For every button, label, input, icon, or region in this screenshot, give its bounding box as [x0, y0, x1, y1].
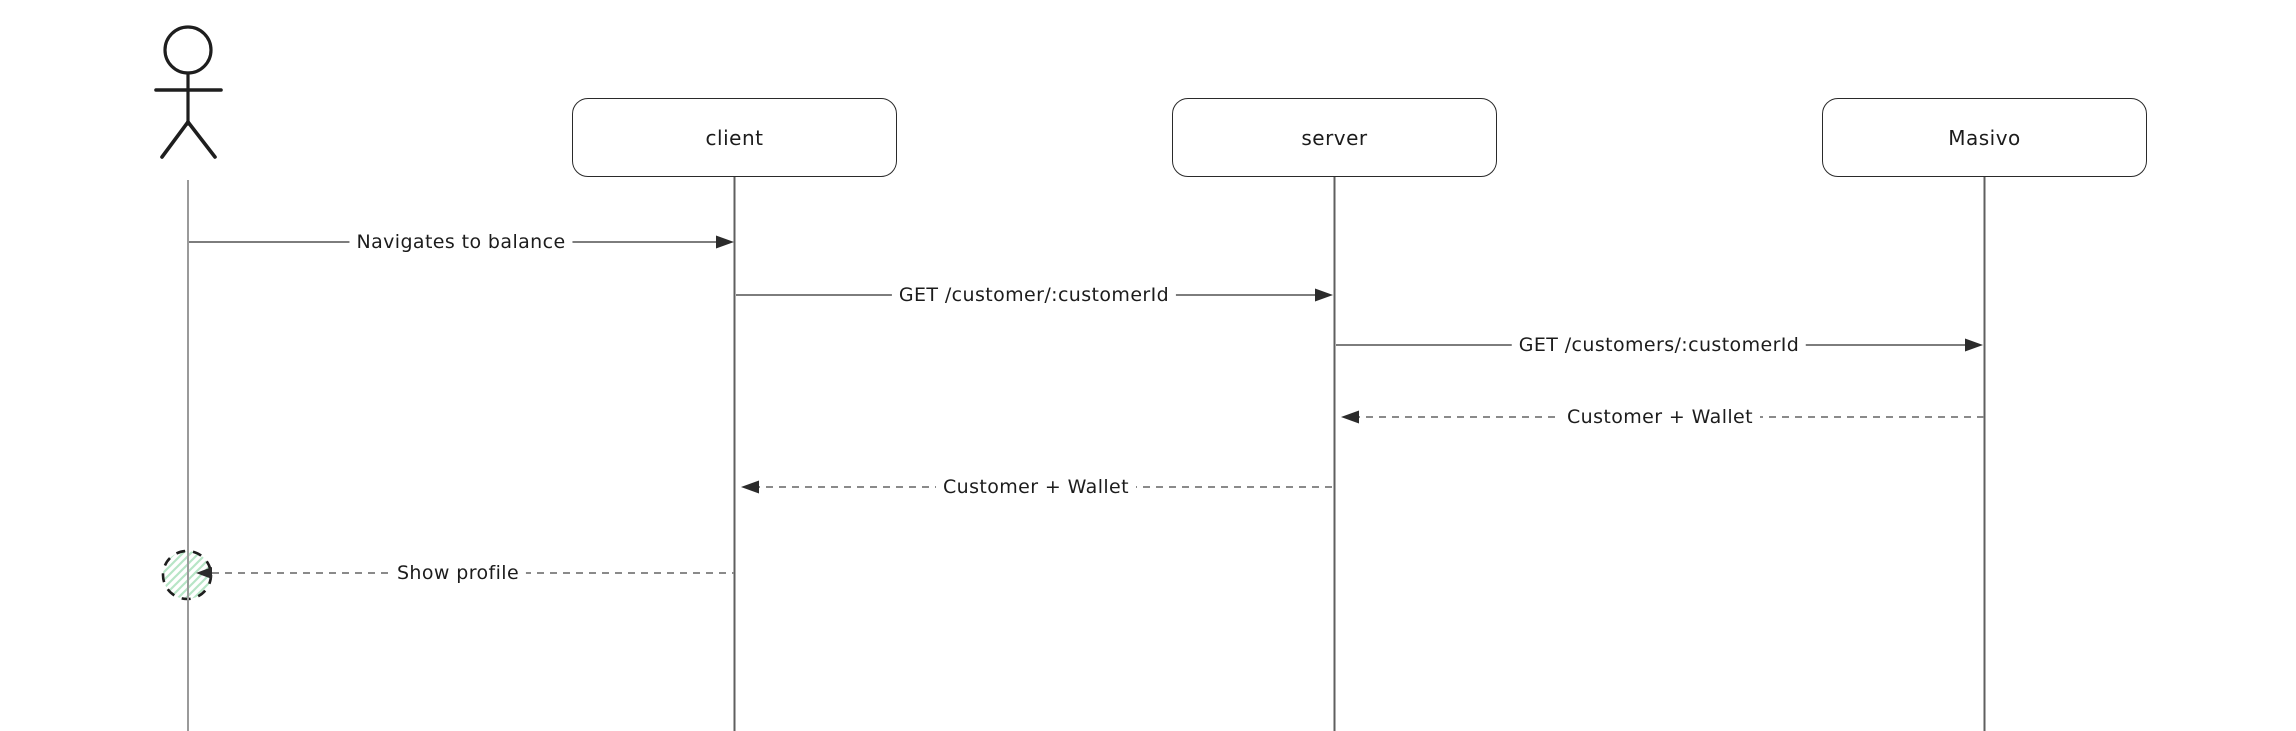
- participant-box-client: client: [572, 98, 897, 177]
- actor-leg-right: [186, 120, 217, 159]
- participant-box-masivo: Masivo: [1822, 98, 2147, 177]
- message-label-customer-wallet-1: Customer + Wallet: [1559, 406, 1761, 428]
- message-label-get-customer: GET /customer/:customerId: [891, 284, 1177, 306]
- actor-figure: [154, 25, 223, 159]
- message-label-show-profile: Show profile: [389, 562, 527, 584]
- message-label-get-customers: GET /customers/:customerId: [1511, 334, 1807, 356]
- message-label-navigates-to-balance: Navigates to balance: [349, 231, 573, 253]
- arrowhead-left-icon: [196, 567, 212, 579]
- arrowhead-left-icon: [741, 480, 759, 494]
- participant-label-client: client: [705, 125, 764, 150]
- participant-label-server: server: [1301, 125, 1368, 150]
- participant-box-server: server: [1172, 98, 1497, 177]
- arrowhead-right-icon: [716, 235, 734, 249]
- message-label-customer-wallet-2: Customer + Wallet: [935, 476, 1137, 498]
- actor-head: [163, 25, 213, 75]
- actor-leg-left: [160, 120, 190, 159]
- arrowhead-right-icon: [1965, 338, 1983, 352]
- arrowhead-right-icon: [1315, 288, 1333, 302]
- participant-label-masivo: Masivo: [1948, 125, 2021, 150]
- arrowhead-left-icon: [1341, 410, 1359, 424]
